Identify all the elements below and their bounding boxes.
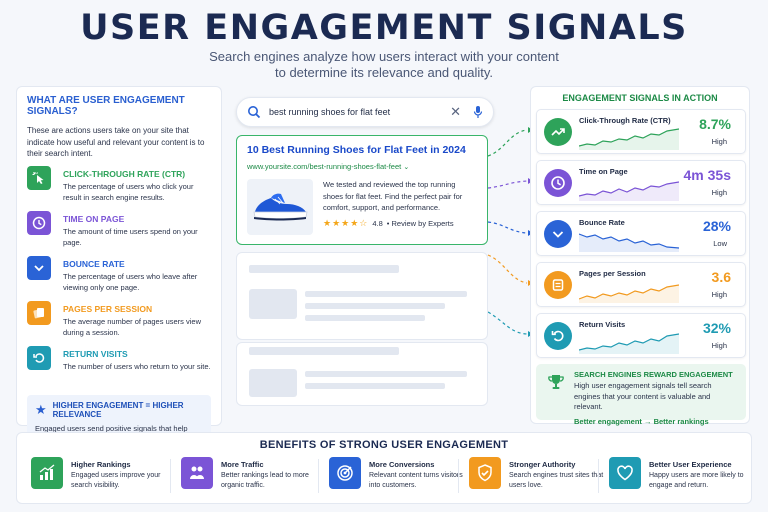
page-title: USER ENGAGEMENT SIGNALS [80,8,688,48]
signals-in-action-panel: ENGAGEMENT SIGNALS IN ACTION Click-Throu… [530,86,750,426]
search-input[interactable]: best running shoes for flat feet [269,107,391,117]
return-icon [544,322,572,350]
metric-bounce-rate: Bounce Rate 28% Low [536,211,746,256]
ctr-sparkline [579,128,679,150]
search-icon [248,106,261,119]
result-url[interactable]: www.yoursite.com/best-running-shoes-flat… [247,162,410,171]
bar-chart-icon [31,457,63,489]
signal-pages-per-session: PAGES PER SESSION The average number of … [27,300,211,346]
engagement-definitions-panel: WHAT ARE USER ENGAGEMENT SIGNALS? These … [16,86,222,444]
definitions-intro: These are actions users take on your sit… [27,126,205,158]
heart-icon [609,457,641,489]
target-icon [329,457,361,489]
metric-time-on-page: Time on Page 4m 35s High [536,160,746,205]
result-rating: ★★★★☆ 4.8 • Review by Experts [323,217,454,228]
metric-pages-per-session: Pages per Session 3.6 High [536,262,746,307]
page-subtitle: Search engines analyze how users interac… [209,49,559,80]
trophy-icon [548,375,564,389]
running-shoe-image [247,179,313,235]
clock-icon [27,210,51,235]
benefit-more-conversions: More Conversions Relevant content turns … [329,457,469,495]
benefit-stronger-authority: Stronger Authority Search engines trust … [469,457,609,495]
placeholder-result [236,252,488,340]
signal-return-visits: RETURN VISITS The number of users who re… [27,345,211,391]
signal-time-on-page: TIME ON PAGE The amount of time users sp… [27,210,211,256]
signals-in-action-title: ENGAGEMENT SIGNALS IN ACTION [562,93,718,103]
placeholder-result [236,342,488,406]
chevron-down-icon [544,220,572,248]
clear-icon[interactable]: ✕ [450,104,461,119]
trend-up-icon [544,118,572,146]
time-sparkline [579,181,679,201]
clock-icon [544,169,572,197]
cursor-click-icon [27,165,51,190]
search-result-highlighted[interactable]: 10 Best Running Shoes for Flat Feet in 2… [236,135,488,245]
metric-return-visits: Return Visits 32% High [536,313,746,358]
star-rating-icon: ★★★★☆ [323,217,369,228]
pages-sparkline [579,284,679,303]
microphone-icon[interactable] [473,105,483,119]
benefit-higher-rankings: Higher Rankings Engaged users improve yo… [31,457,171,495]
benefits-title: BENEFITS OF STRONG USER ENGAGEMENT [259,439,509,451]
signal-ctr: CLICK-THROUGH RATE (CTR) The percentage … [27,165,211,211]
result-description: We tested and reviewed the top running s… [323,180,463,212]
benefit-more-traffic: More Traffic Better rankings lead to mor… [181,457,321,495]
reward-callout: SEARCH ENGINES REWARD ENGAGEMENT High us… [536,364,746,426]
return-sparkline [579,333,679,354]
metric-ctr: Click-Through Rate (CTR) 8.7% High [536,109,746,154]
star-icon: ★ [35,401,47,417]
benefits-panel: BENEFITS OF STRONG USER ENGAGEMENT Highe… [16,432,752,504]
pages-icon [544,271,572,299]
definitions-title: WHAT ARE USER ENGAGEMENT SIGNALS? [27,95,185,117]
signal-bounce-rate: BOUNCE RATE The percentage of users who … [27,255,211,301]
search-bar[interactable]: best running shoes for flat feet ✕ [236,97,494,127]
result-title[interactable]: 10 Best Running Shoes for Flat Feet in 2… [247,144,466,156]
benefit-better-user-experience: Better User Experience Happy users are m… [609,457,749,495]
chevron-down-icon: ⌄ [403,164,410,171]
pages-icon [27,300,51,325]
users-icon [181,457,213,489]
bounce-sparkline [579,233,679,252]
shield-check-icon [469,457,501,489]
return-icon [27,345,51,370]
chevron-down-icon [27,255,51,280]
